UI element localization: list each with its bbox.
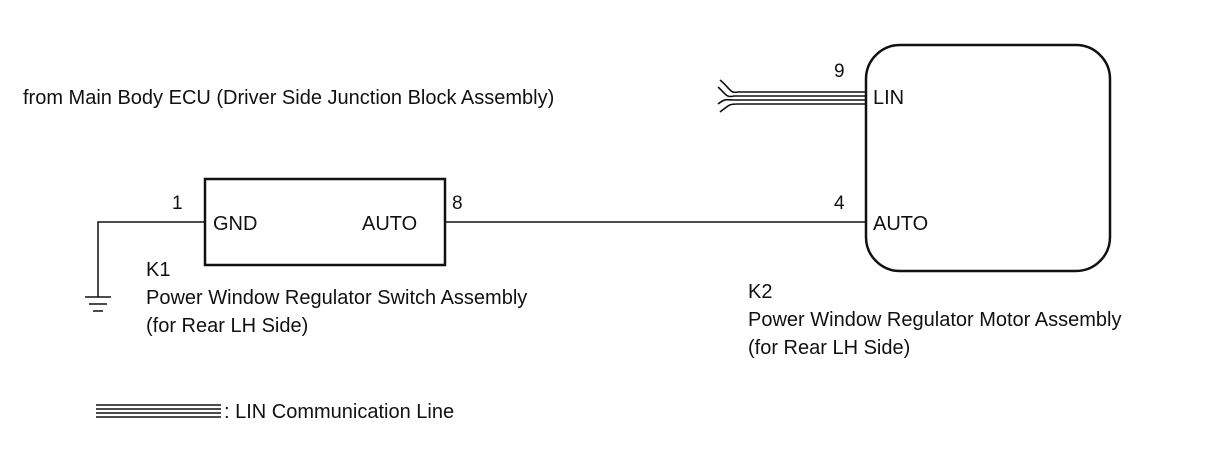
- ground-wire: [97, 221, 205, 297]
- k2-pin-lin-number: 9: [834, 61, 845, 82]
- k2-ref: K2: [748, 281, 772, 303]
- k2-box: [864, 43, 1112, 273]
- k2-side: (for Rear LH Side): [748, 337, 910, 359]
- ground-icon: [85, 296, 111, 312]
- k1-side: (for Rear LH Side): [146, 315, 308, 337]
- k1-pin-auto-label: AUTO: [362, 213, 417, 235]
- legend-line-icon: [96, 404, 221, 418]
- k1-name: Power Window Regulator Switch Assembly: [146, 287, 527, 309]
- legend-text: : LIN Communication Line: [224, 401, 454, 423]
- k2-name: Power Window Regulator Motor Assembly: [748, 309, 1121, 331]
- k1-pin-gnd-label: GND: [213, 213, 257, 235]
- k2-pin-auto-number: 4: [834, 193, 845, 214]
- k2-pin-auto-label: AUTO: [873, 213, 928, 235]
- source-label: from Main Body ECU (Driver Side Junction…: [23, 87, 554, 109]
- k1-pin-gnd-number: 1: [172, 193, 183, 214]
- lin-communication-line: [717, 79, 866, 113]
- k1-ref: K1: [146, 259, 170, 281]
- k2-pin-lin-label: LIN: [873, 87, 904, 109]
- k1-pin-auto-number: 8: [452, 193, 463, 214]
